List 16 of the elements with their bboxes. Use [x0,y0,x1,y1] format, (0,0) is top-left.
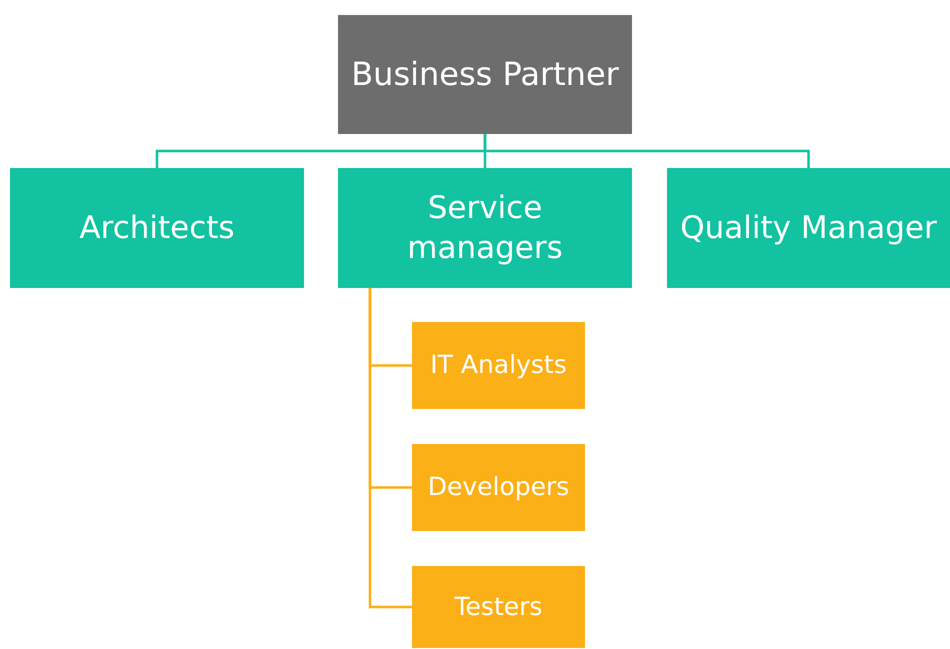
role-title: Testers [454,590,542,623]
role-title: Business Partner [351,54,619,95]
connector-line [368,288,412,608]
role-title: Quality Manager [680,208,937,248]
role-box [10,168,304,288]
role-box [412,322,585,409]
role-title: Service managers [406,188,564,268]
role-title: Developers [428,471,570,504]
role-box [667,168,950,288]
role-title: IT Analysts [430,349,567,382]
role-box [338,168,632,288]
role-box [412,566,585,648]
role-box [412,444,585,531]
connector-line [484,134,810,168]
role-title: Architects [79,208,235,248]
role-box [338,15,632,134]
